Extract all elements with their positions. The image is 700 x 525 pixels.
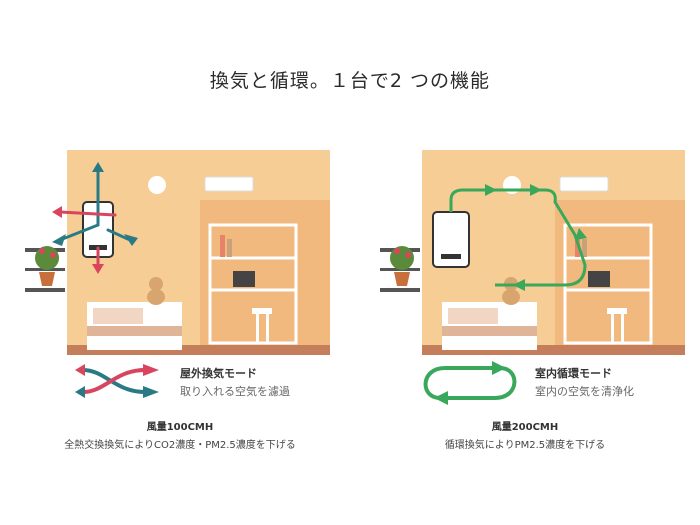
outdoor-mode-description: 取り入れる空気を濾過 xyxy=(180,385,290,398)
indoor-mode-effect: 循環換気によりPM2.5濃度を下げる xyxy=(444,440,606,451)
page-title: 換気と循環。１台で2 つの機能 xyxy=(209,70,491,92)
outdoor-mode-effect: 全熱交換換気によりCO2濃度・PM2.5濃度を下げる xyxy=(64,440,296,451)
indoor-mode-airflow: 風量200CMH xyxy=(491,422,559,433)
outdoor-mode-crossing-arrows-icon xyxy=(75,364,159,398)
outdoor-mode-airflow: 風量100CMH xyxy=(146,422,214,433)
outdoor-ventilation-illustration xyxy=(20,140,340,370)
indoor-circulation-illustration xyxy=(375,140,695,370)
indoor-mode-loop-arrows-icon xyxy=(423,361,517,405)
indoor-mode-name: 室内循環モード xyxy=(535,367,612,380)
outdoor-mode-name: 屋外換気モード xyxy=(180,367,257,380)
indoor-mode-description: 室内の空気を清浄化 xyxy=(535,385,634,398)
